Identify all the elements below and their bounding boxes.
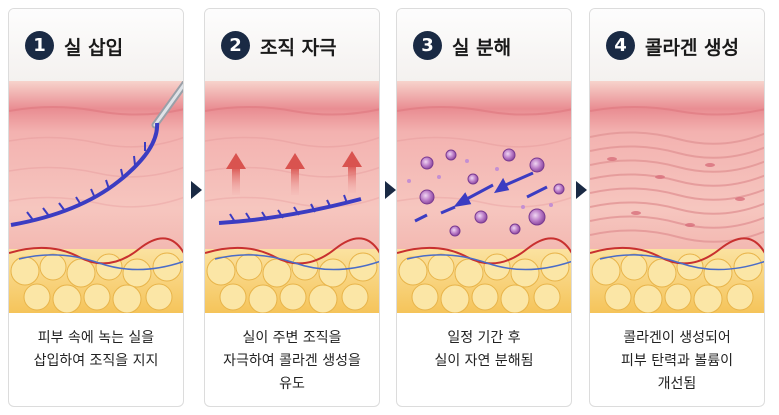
caption-line: 유도: [279, 376, 305, 392]
step-header: 1 실 삽입: [9, 9, 183, 81]
caption-line: 실이 자연 분해됨: [434, 353, 534, 369]
step-caption: 일정 기간 후 실이 자연 분해됨: [397, 313, 571, 406]
thread-dissolution-illustration: [397, 81, 571, 313]
step-caption: 콜라겐이 생성되어 피부 탄력과 볼륨이 개선됨: [590, 313, 764, 406]
needle-icon: [151, 81, 183, 129]
step-number-badge: 4: [606, 31, 635, 60]
step-title: 콜라겐 생성: [645, 37, 740, 59]
caption-line: 피부 속에 녹는 실을: [37, 330, 155, 346]
up-arrow-icon: [342, 151, 362, 193]
step-caption: 실이 주변 조직을 자극하여 콜라겐 생성을 유도: [205, 313, 379, 406]
next-arrow-icon: [385, 181, 396, 199]
collagen-production-illustration: [590, 81, 764, 313]
caption-line: 일정 기간 후: [447, 330, 521, 346]
step-panel-1: 1 실 삽입: [8, 8, 184, 407]
thread-icon: [218, 194, 362, 225]
thread-insertion-illustration: [9, 81, 183, 313]
caption-line: 삽입하여 조직을 지지: [33, 353, 159, 369]
up-arrow-icon: [226, 153, 246, 195]
step-header: 4 콜라겐 생성: [590, 9, 764, 81]
step-panel-4: 4 콜라겐 생성 콜라겐이 생성되어: [589, 8, 765, 407]
step-header: 3 실 분해: [397, 9, 571, 81]
step-title: 실 삽입: [64, 37, 124, 59]
step-number-badge: 3: [413, 31, 442, 60]
step-panel-3: 3 실 분해: [396, 8, 572, 407]
step-title: 조직 자극: [260, 37, 337, 59]
thread-icon: [414, 171, 548, 223]
step-panel-2: 2 조직 자극: [204, 8, 380, 407]
cell-cluster: [419, 148, 565, 237]
step-number-badge: 2: [221, 31, 250, 60]
thread-icon: [10, 122, 160, 227]
caption-line: 콜라겐이 생성되어: [623, 330, 731, 346]
caption-line: 자극하여 콜라겐 생성을: [223, 353, 361, 369]
step-title: 실 분해: [452, 37, 512, 59]
next-arrow-icon: [191, 181, 202, 199]
step-number-badge: 1: [25, 31, 54, 60]
tissue-stimulation-illustration: [205, 81, 379, 313]
next-arrow-icon: [576, 181, 587, 199]
caption-line: 피부 탄력과 볼륨이: [621, 353, 733, 369]
caption-line: 실이 주변 조직을: [242, 330, 342, 346]
step-header: 2 조직 자극: [205, 9, 379, 81]
up-arrow-icon: [285, 153, 305, 195]
caption-line: 개선됨: [657, 376, 697, 392]
step-caption: 피부 속에 녹는 실을 삽입하여 조직을 지지: [9, 313, 183, 406]
